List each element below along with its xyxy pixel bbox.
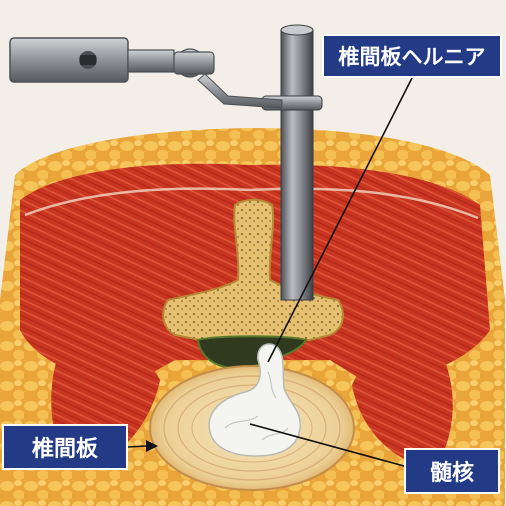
label-intervertebral-disc: 椎間板 <box>2 424 128 470</box>
label-herniation: 椎間板ヘルニア <box>322 34 502 78</box>
leader-line-disc <box>128 446 146 447</box>
label-nucleus-pulposus: 髄核 <box>404 448 500 494</box>
